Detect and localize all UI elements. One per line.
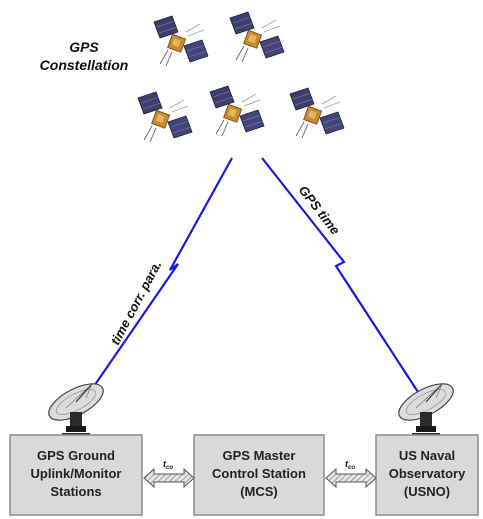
satellite-dish-icon xyxy=(42,375,110,435)
satellite-icon xyxy=(289,87,345,139)
mcs-line2: Control Station xyxy=(212,466,306,481)
usno-line1: US Naval xyxy=(399,448,455,463)
usno-line3: (USNO) xyxy=(404,484,450,499)
tco-left-label: tco xyxy=(163,459,173,471)
ground-stations-line1: GPS Ground xyxy=(37,448,115,463)
ground-stations-line2: Uplink/Monitor xyxy=(31,466,122,481)
usno-box xyxy=(375,434,479,516)
satellite-icon xyxy=(209,85,265,137)
mcs-line3: (MCS) xyxy=(240,484,278,499)
constellation-label-line2: Constellation xyxy=(40,57,129,73)
tco-right-label: tco xyxy=(345,459,355,471)
time-corr-para-label: time corr. para. xyxy=(107,258,164,347)
satellite-icon xyxy=(137,91,193,143)
ground-mcs-double-arrow xyxy=(143,467,195,489)
satellite-dish-icon xyxy=(392,375,460,435)
ground-stations-box xyxy=(9,434,143,516)
gps-time-signal-line xyxy=(261,157,419,393)
master-control-station-box xyxy=(193,434,325,516)
mcs-line1: GPS Master xyxy=(223,448,296,463)
ground-stations-line3: Stations xyxy=(50,484,101,499)
uplink-signal-line xyxy=(89,157,233,393)
satellite-icon xyxy=(229,11,285,63)
usno-line2: Observatory xyxy=(389,466,466,481)
mcs-usno-double-arrow xyxy=(325,467,377,489)
constellation-label-line1: GPS xyxy=(69,39,99,55)
satellite-icon xyxy=(153,15,209,67)
